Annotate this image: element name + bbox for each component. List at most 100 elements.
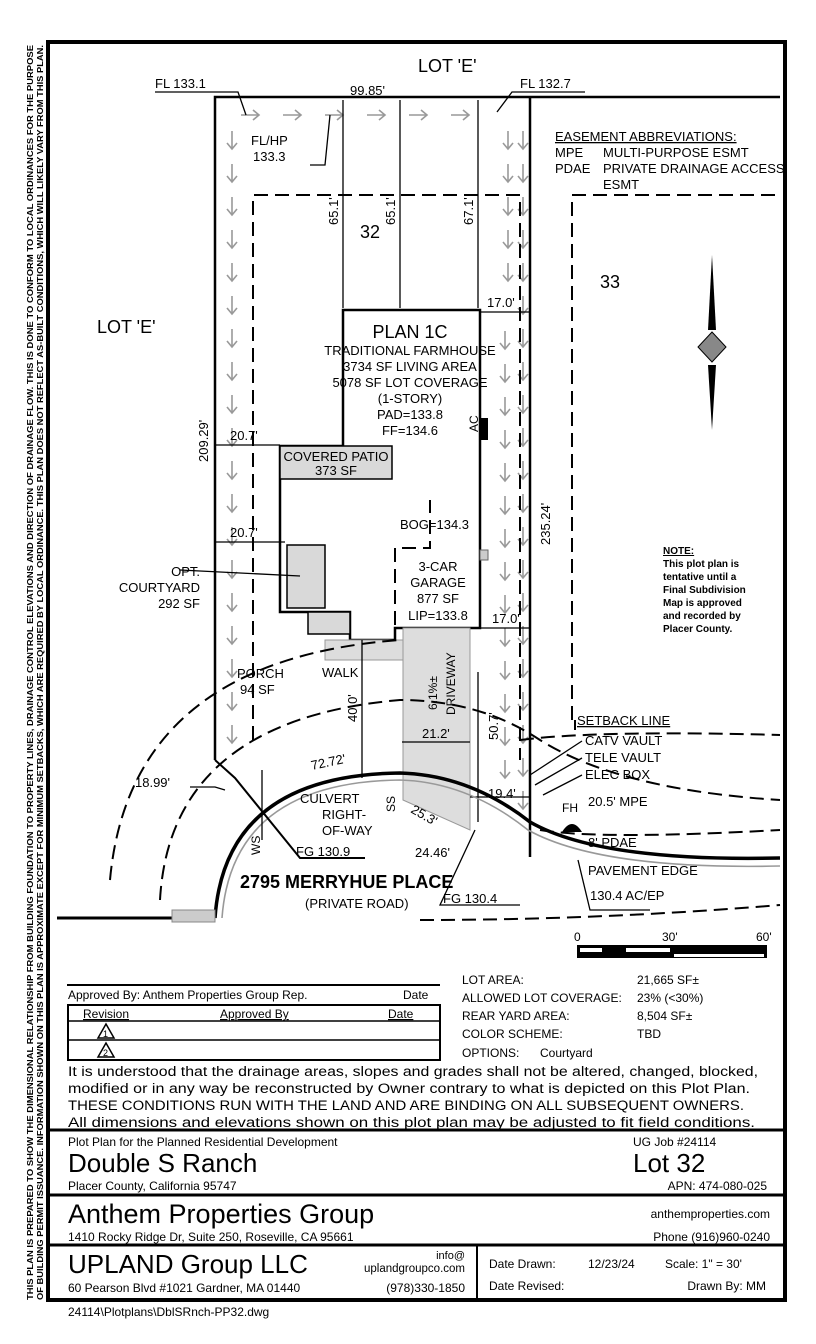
porch-area: 94 SF — [240, 682, 275, 697]
garage-label: GARAGE — [410, 575, 466, 590]
lot-info: LOT AREA: 21,665 SF± ALLOWED LOT COVERAG… — [462, 973, 703, 1060]
easement-abbreviations: EASEMENT ABBREVIATIONS: MPE MULTI-PURPOS… — [555, 129, 785, 192]
house-plan-title: PLAN 1C — [372, 322, 447, 342]
lot-info-value: 23% (<30%) — [637, 991, 703, 1005]
approved-date-label: Date — [403, 988, 429, 1002]
porch — [307, 611, 351, 635]
drainage-arrow-icon — [226, 362, 238, 382]
note-line: This plot plan is — [663, 559, 740, 570]
lot-e-top-label: LOT 'E' — [418, 56, 477, 76]
drainage-arrow-icon — [499, 463, 511, 483]
garage-label: 3-CAR — [418, 559, 457, 574]
walk-label: WALK — [322, 665, 359, 680]
revision-header: Revision — [83, 1007, 129, 1021]
pavement-edge-label: PAVEMENT EDGE — [588, 863, 698, 878]
note-line: Map is approved — [663, 598, 742, 609]
ac-unit — [480, 418, 488, 440]
garage-lip: LIP=133.8 — [408, 608, 468, 623]
lot-info-value: TBD — [637, 1027, 661, 1041]
drainage-arrow-icon — [517, 758, 529, 778]
drainage-arrow-icon — [502, 197, 514, 217]
drainage-arrow-icon — [499, 529, 511, 549]
dim-right-side: 235.24' — [538, 503, 553, 545]
lot-info-label: COLOR SCHEME: — [462, 1027, 563, 1041]
builder-name: Anthem Properties Group — [68, 1199, 374, 1229]
scale-tick-0: 0 — [574, 930, 581, 944]
flhp-value: 133.3 — [253, 149, 286, 164]
drainage-arrow-icon — [517, 164, 529, 184]
lot-e-left-label: LOT 'E' — [97, 317, 156, 337]
house-footprint — [278, 308, 489, 831]
subdivision-note: NOTE: This plot plan is tentative until … — [663, 546, 746, 635]
driveway-slope: 6.1%± — [426, 676, 440, 710]
engineer-name: UPLAND Group LLC — [68, 1249, 308, 1279]
drainage-arrow-icon — [226, 197, 238, 217]
drainage-arrow-icon — [226, 428, 238, 448]
dim-20-7a: 20.7' — [230, 428, 258, 443]
drainage-arrow-icon — [499, 397, 511, 417]
drainage-arrow-icon — [451, 109, 471, 121]
builder-address: 1410 Rocky Ridge Dr, Suite 250, Rosevill… — [68, 1230, 354, 1244]
drainage-arrow-icon — [283, 109, 303, 121]
drainage-arrow-icon — [409, 109, 429, 121]
note-line: Final Subdivision — [663, 585, 746, 596]
drainage-arrow-icon — [499, 364, 511, 384]
note-line: Placer County. — [663, 624, 732, 635]
note-title: NOTE: — [663, 546, 694, 557]
apn: APN: 474-080-025 — [668, 1179, 768, 1193]
property-lines — [213, 95, 780, 857]
drainage-arrow-icon — [502, 230, 514, 250]
road-type: (PRIVATE ROAD) — [305, 896, 409, 911]
tele-vault-label: TELE VAULT — [585, 750, 661, 765]
mpe-label: 20.5' MPE — [588, 794, 648, 809]
disclaimer: It is understood that the drainage areas… — [68, 1064, 758, 1130]
drainage-arrow-icon — [499, 430, 511, 450]
right-of-way-label: OF-WAY — [322, 823, 373, 838]
builder-website: anthemproperties.com — [651, 1207, 770, 1221]
dim-50-7: 50.7' — [486, 712, 501, 740]
drainage-arrow-icon — [241, 109, 261, 121]
house-line: PAD=133.8 — [377, 407, 443, 422]
lot-info-value: 8,504 SF± — [637, 1009, 693, 1023]
road — [57, 639, 781, 923]
approval-block: Approved By: Anthem Properties Group Rep… — [67, 984, 441, 1061]
dim-67-1: 67.1' — [461, 197, 476, 225]
lot-32-number: 32 — [360, 222, 380, 242]
note-line: tentative until a — [663, 572, 737, 583]
drainage-arrow-icon — [499, 661, 511, 681]
easement-desc: MULTI-PURPOSE ESMT — [603, 145, 749, 160]
easement-desc: PRIVATE DRAINAGE ACCESS — [603, 161, 785, 176]
disclaimer-line: THESE CONDITIONS RUN WITH THE LAND AND A… — [68, 1098, 744, 1113]
drainage-arrow-icon — [226, 692, 238, 712]
easement-title: EASEMENT ABBREVIATIONS: — [555, 129, 737, 144]
approved-by-header: Approved By — [220, 1007, 289, 1021]
revision-number: 1 — [103, 1029, 108, 1039]
drainage-arrow-icon — [367, 109, 387, 121]
fg-right: FG 130.4 — [443, 891, 497, 906]
drainage-arrows — [226, 109, 529, 811]
scale-bar: 0 30' 60' — [574, 930, 772, 958]
plan-labels: LOT 'E' LOT 'E' FL 133.1 FL 132.7 FL/HP … — [97, 56, 785, 911]
dim-20-7b: 20.7' — [230, 525, 258, 540]
drainage-arrow-icon — [226, 164, 238, 184]
patio-area: 373 SF — [315, 463, 357, 478]
dim-17-0b: 17.0' — [492, 611, 520, 626]
date-header: Date — [388, 1007, 414, 1021]
drainage-arrow-icon — [226, 494, 238, 514]
scale-tick-60: 60' — [756, 930, 772, 944]
engineer-phone: (978)330-1850 — [386, 1281, 465, 1295]
north-arrow-icon — [697, 255, 727, 430]
drainage-arrow-icon — [499, 760, 511, 780]
pdae-label: 8' PDAE — [588, 835, 637, 850]
courtyard-label: OPT. — [171, 564, 200, 579]
scale: Scale: 1" = 30' — [665, 1257, 742, 1271]
drawn-by: Drawn By: MM — [687, 1279, 766, 1293]
driveway-label: DRIVEWAY — [444, 652, 458, 715]
drainage-arrow-icon — [499, 727, 511, 747]
disclaimer-line: modified or in any way be reconstructed … — [68, 1081, 750, 1096]
drainage-arrow-icon — [517, 131, 529, 151]
lot-33-number: 33 — [600, 272, 620, 292]
easement-abbr: MPE — [555, 145, 584, 160]
drainage-arrow-icon — [226, 626, 238, 646]
drainage-arrow-icon — [499, 628, 511, 648]
